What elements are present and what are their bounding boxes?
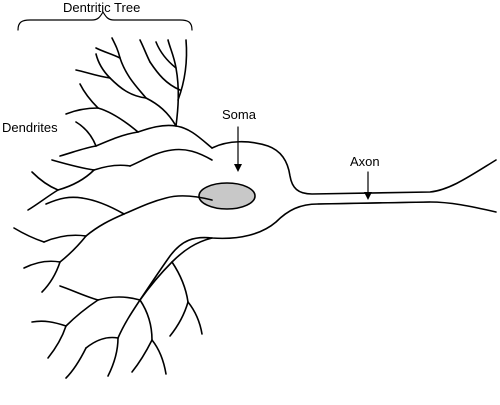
nucleus <box>198 182 256 210</box>
soma-outline <box>211 140 497 195</box>
dendritic-tree-brace <box>17 11 193 31</box>
soma-arrow <box>234 126 242 172</box>
dendrite-branches <box>13 37 213 379</box>
axon-label: Axon <box>350 154 380 169</box>
dendritic-tree-label: Dentritic Tree <box>63 0 140 15</box>
axon-inner-line <box>317 201 431 205</box>
axon-lower-outline <box>139 201 497 301</box>
dendrites-label: Dendrites <box>2 120 58 135</box>
axon-arrow <box>364 171 372 200</box>
soma-label: Soma <box>222 107 257 122</box>
